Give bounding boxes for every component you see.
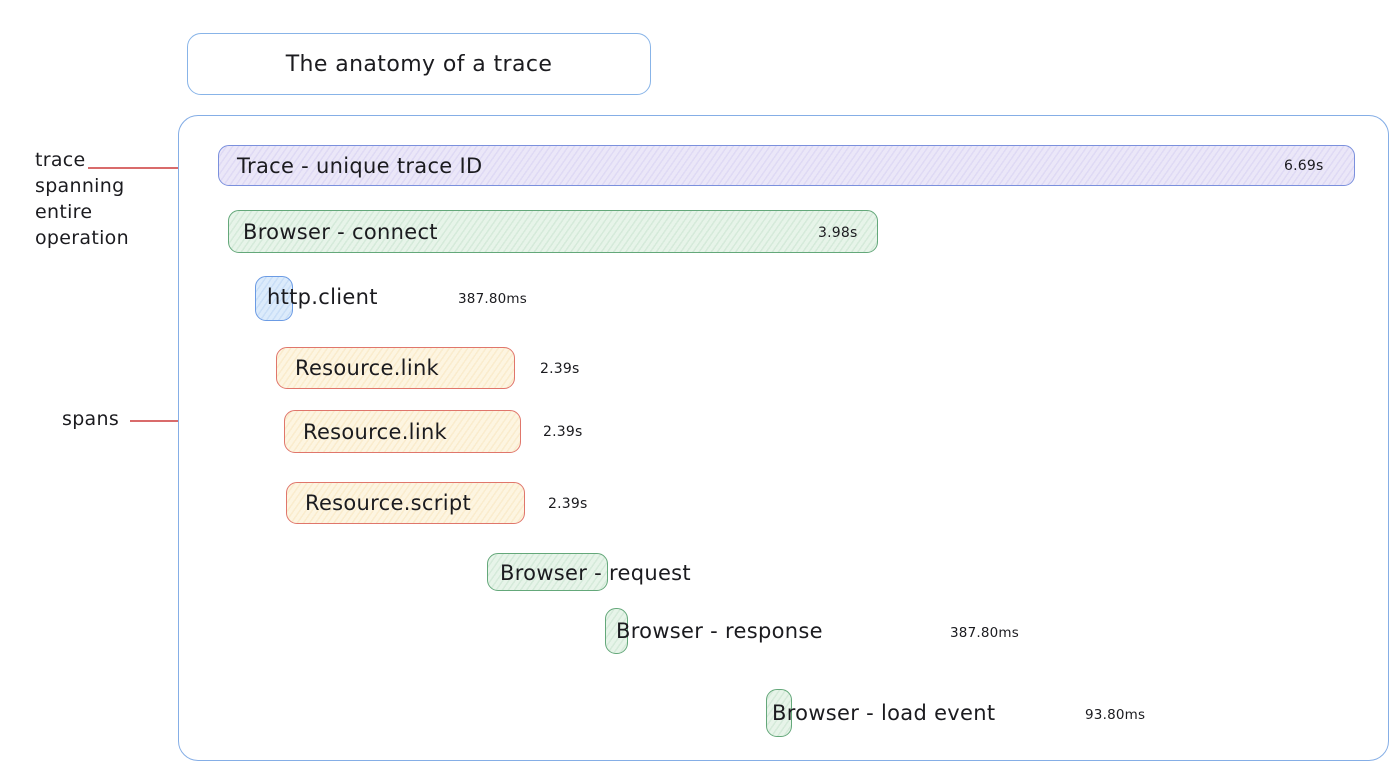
span-bar-browser-load-event — [766, 689, 792, 737]
span-duration-trace: 6.69s — [1284, 158, 1324, 174]
trace-pointer-line — [88, 167, 206, 169]
span-bar-browser-connect: Browser - connect — [228, 210, 878, 253]
span-label-resource-link-2: Resource.link — [303, 419, 448, 444]
span-bar-trace: Trace - unique trace ID — [218, 145, 1355, 186]
span-bar-resource-link-2: Resource.link — [284, 410, 521, 453]
span-bar-resource-script: Resource.script — [286, 482, 525, 524]
span-duration-resource-link-2: 2.39s — [543, 424, 583, 440]
annotation-line-1: trace — [35, 149, 86, 171]
span-duration-resource-link-1: 2.39s — [540, 361, 580, 377]
span-label-browser-connect: Browser - connect — [243, 219, 438, 244]
span-duration-resource-script: 2.39s — [548, 496, 588, 512]
annotation-line-2: spanning — [35, 175, 125, 197]
diagram-title: The anatomy of a trace — [285, 51, 553, 77]
annotation-trace-spanning: trace spanning entire operation — [35, 147, 129, 251]
span-duration-browser-load-event: 93.80ms — [1085, 707, 1146, 723]
span-bar-browser-response — [605, 608, 628, 654]
span-duration-browser-connect: 3.98s — [818, 225, 858, 241]
annotation-line-4: operation — [35, 227, 129, 249]
span-label-browser-request: Browser - request — [500, 561, 691, 585]
span-label-resource-script: Resource.script — [305, 491, 471, 515]
span-bar-browser-request — [487, 553, 608, 591]
span-label-resource-link-1: Resource.link — [295, 356, 440, 380]
annotation-line-3: entire — [35, 201, 93, 223]
span-duration-browser-response: 387.80ms — [950, 625, 1020, 641]
span-label-browser-response: Browser - response — [616, 619, 823, 643]
span-label-browser-load-event: Browser - load event — [772, 701, 996, 725]
annotation-spans-label: spans — [62, 408, 120, 430]
span-label-trace: Trace - unique trace ID — [237, 153, 483, 178]
annotation-spans: spans — [62, 406, 119, 432]
span-bar-http-client — [255, 276, 293, 321]
span-duration-http-client: 387.80ms — [458, 291, 528, 307]
diagram-title-box: The anatomy of a trace — [187, 33, 651, 95]
span-label-http-client: http.client — [267, 285, 378, 309]
spans-pointer-line — [130, 420, 210, 422]
span-bar-resource-link-1: Resource.link — [276, 347, 515, 389]
